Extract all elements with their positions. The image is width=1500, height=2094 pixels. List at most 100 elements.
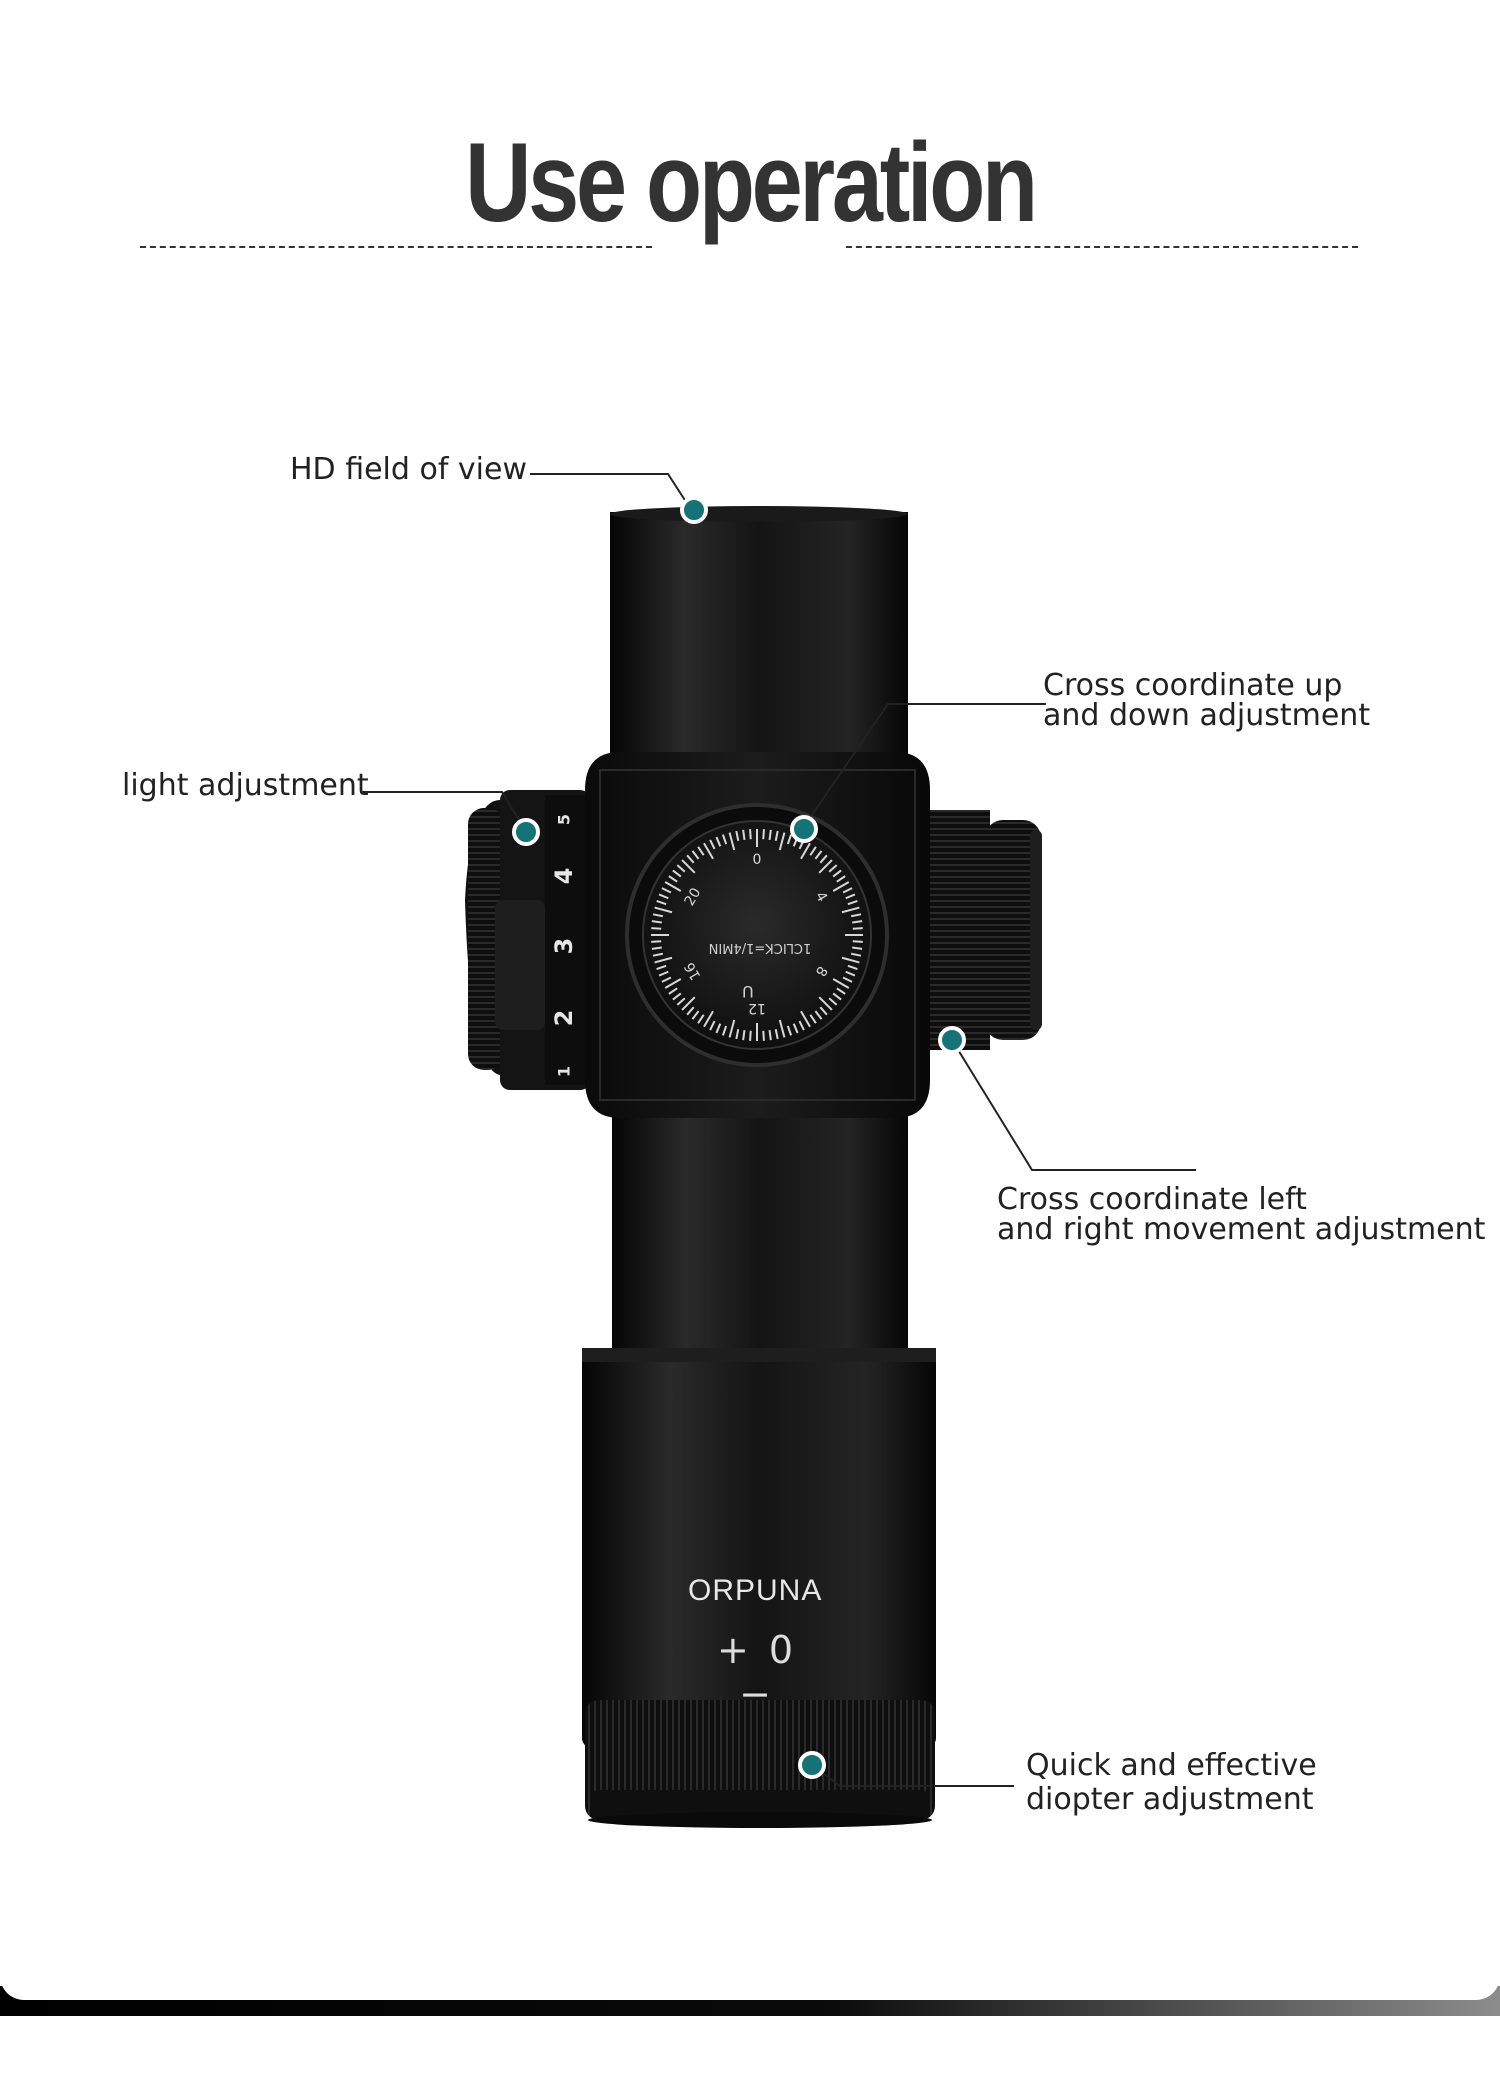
dial-tick — [656, 899, 667, 906]
dial-tick — [703, 1010, 714, 1028]
dial-tick — [686, 1006, 695, 1016]
dial-tick — [832, 992, 842, 1001]
hotspot-hd-field-dot[interactable] — [680, 496, 708, 524]
dial-tick — [651, 940, 662, 943]
dial-tick — [686, 854, 695, 864]
illumination-number: 3 — [550, 937, 578, 955]
dial-tick — [661, 976, 672, 983]
dial-tick — [728, 1019, 736, 1038]
title-divider-left — [140, 246, 652, 248]
dial-tick — [654, 956, 673, 964]
dial-tick — [709, 1020, 716, 1031]
dial-tick — [836, 875, 846, 883]
objective-tube — [610, 506, 908, 792]
dial-tick — [828, 997, 838, 1006]
dial-tick — [672, 869, 682, 878]
dial-tick — [691, 1010, 700, 1020]
windage-turret — [930, 810, 1042, 1050]
dial-tick — [847, 899, 858, 906]
dial-tick — [652, 952, 664, 957]
dial-tick — [832, 869, 842, 878]
dial-tick — [703, 842, 714, 860]
dial-tick — [651, 927, 662, 930]
dial-tick — [842, 976, 853, 983]
dial-tick — [742, 829, 746, 840]
eyepiece-tube — [582, 1100, 936, 1748]
dial-tick — [651, 920, 662, 924]
callout-cross-lr-line1: Cross coordinate left — [997, 1182, 1307, 1217]
dial-tick — [786, 834, 793, 845]
dial-tick — [749, 829, 752, 840]
dial-tick — [721, 1025, 728, 1036]
illumination-number: 4 — [550, 867, 578, 885]
footer-card-edge — [0, 1920, 1500, 2000]
dial-tick — [762, 1030, 765, 1041]
dial-tick — [836, 987, 846, 995]
dial-tick — [664, 881, 682, 892]
dial-tick — [842, 887, 853, 894]
dial-tick — [845, 893, 856, 900]
callout-light: light adjustment — [122, 768, 369, 803]
illumination-number: 2 — [550, 1009, 578, 1027]
hotspot-diopter-dot[interactable] — [798, 1751, 826, 1779]
illumination-number: 5 — [554, 813, 574, 826]
callout-cross-up-line1: Cross coordinate up — [1043, 668, 1343, 703]
dial-tick — [768, 1030, 772, 1041]
hotspot-cross-up-dot[interactable] — [790, 815, 818, 843]
page-title: Use operation — [465, 120, 1038, 245]
hotspot-cross-lr-dot[interactable] — [938, 1026, 966, 1054]
dial-tick — [774, 830, 779, 842]
dial-tick — [832, 881, 850, 892]
dial-tick — [762, 829, 765, 840]
callout-hd-field: HD field of view — [290, 452, 527, 487]
dial-number: 12 — [748, 1000, 766, 1016]
dial-tick — [676, 864, 686, 873]
callout-diopter-line1: Quick and effective — [1026, 1748, 1317, 1783]
dial-tick — [850, 913, 862, 918]
dial-tick — [809, 1014, 817, 1024]
dial-tick — [852, 946, 863, 950]
dial-tick — [691, 850, 700, 860]
dial-tick — [681, 859, 696, 874]
illumination-knob — [465, 790, 595, 1090]
dial-tick — [792, 1023, 799, 1034]
dial-tick — [721, 834, 728, 845]
dial-tick — [715, 1023, 722, 1034]
dial-tick — [845, 970, 856, 977]
dial-tick — [651, 946, 662, 950]
dial-tick — [715, 836, 722, 847]
dial-scale-text: 1CLICK=1/4MIN — [708, 940, 812, 955]
dial-tick — [661, 887, 672, 894]
dial-tick — [786, 1025, 793, 1036]
dial-tick — [709, 839, 716, 850]
callout-cross-lr-line2: and right movement adjustment — [997, 1212, 1486, 1247]
dial-tick — [749, 1030, 752, 1041]
dial-tick — [652, 913, 664, 918]
dial-tick — [847, 964, 858, 971]
dial-direction-letter: U — [742, 982, 754, 1001]
dial-tick — [778, 832, 786, 851]
dial-tick — [668, 875, 678, 883]
dial-tick — [697, 846, 705, 856]
dial-tick — [814, 850, 823, 860]
dial-tick — [728, 832, 736, 851]
brand-logo-text: ORPUNA — [688, 1574, 823, 1607]
callout-cross-up-line2: and down adjustment — [1043, 698, 1371, 733]
dial-tick — [852, 927, 863, 930]
dial-tick — [798, 1020, 805, 1031]
dial-tick — [735, 1028, 740, 1040]
dial-tick — [850, 952, 862, 957]
dial-tick — [818, 859, 833, 874]
diopter-ring — [585, 1700, 935, 1828]
dial-tick — [809, 846, 817, 856]
dial-tick — [672, 992, 682, 1001]
elevation-dial — [625, 803, 889, 1067]
hotspot-light-dot[interactable] — [512, 818, 540, 846]
dial-tick — [654, 906, 673, 914]
dial-number: 0 — [752, 852, 762, 868]
dial-tick — [841, 956, 860, 964]
dial-tick — [819, 1006, 828, 1016]
dial-tick — [656, 964, 667, 971]
